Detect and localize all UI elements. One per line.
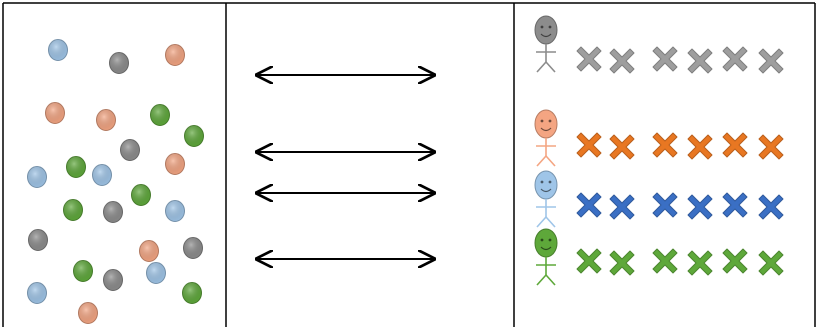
ball-blue (27, 282, 47, 304)
x-mark (609, 48, 635, 74)
ball-green (131, 184, 151, 206)
ball-orange (96, 109, 116, 131)
ball-orange (165, 153, 185, 175)
ball-orange (165, 44, 185, 66)
x-mark (576, 248, 602, 274)
x-mark (758, 194, 784, 220)
x-mark (722, 132, 748, 158)
ball-orange (45, 102, 65, 124)
x-mark (758, 48, 784, 74)
stick-figure-icon (534, 109, 558, 167)
sample-row-orange (534, 109, 784, 167)
ball-green (73, 260, 93, 282)
x-mark (722, 248, 748, 274)
ball-gray (103, 269, 123, 291)
x-mark (652, 132, 678, 158)
sample-rows (534, 15, 784, 286)
x-mark (722, 192, 748, 218)
x-mark (652, 192, 678, 218)
x-mark (687, 48, 713, 74)
person-head (534, 228, 558, 258)
x-mark (758, 134, 784, 160)
ball-gray (28, 229, 48, 251)
ball-gray (183, 237, 203, 259)
x-mark (652, 46, 678, 72)
x-mark (576, 132, 602, 158)
ball-green (63, 199, 83, 221)
x-mark (687, 194, 713, 220)
ball-gray (109, 52, 129, 74)
person-head (534, 15, 558, 45)
ball-blue (146, 262, 166, 284)
sample-row-blue (534, 170, 784, 228)
sample-row-green (534, 228, 784, 286)
x-mark (609, 194, 635, 220)
correspondence-arrows (257, 75, 434, 259)
ball-orange (139, 240, 159, 262)
sample-row-gray (534, 15, 784, 74)
ball-green (150, 104, 170, 126)
person-head (534, 109, 558, 139)
stick-figure-icon (534, 15, 558, 73)
population-balls (27, 39, 204, 324)
x-mark (576, 46, 602, 72)
x-mark (758, 250, 784, 276)
x-mark (609, 134, 635, 160)
person-body (536, 44, 556, 73)
ball-gray (103, 201, 123, 223)
person-body (536, 257, 556, 286)
person-head (534, 170, 558, 200)
ball-gray (120, 139, 140, 161)
ball-blue (165, 200, 185, 222)
ball-green (182, 282, 202, 304)
x-mark (687, 134, 713, 160)
x-mark (609, 250, 635, 276)
ball-blue (48, 39, 68, 61)
x-mark (652, 248, 678, 274)
stick-figure-icon (534, 228, 558, 286)
ball-blue (92, 164, 112, 186)
person-body (536, 138, 556, 167)
stick-figure-icon (534, 170, 558, 228)
x-mark (687, 250, 713, 276)
x-mark (576, 192, 602, 218)
ball-blue (27, 166, 47, 188)
x-mark (722, 46, 748, 72)
person-body (536, 199, 556, 228)
ball-orange (78, 302, 98, 324)
ball-green (184, 125, 204, 147)
ball-green (66, 156, 86, 178)
